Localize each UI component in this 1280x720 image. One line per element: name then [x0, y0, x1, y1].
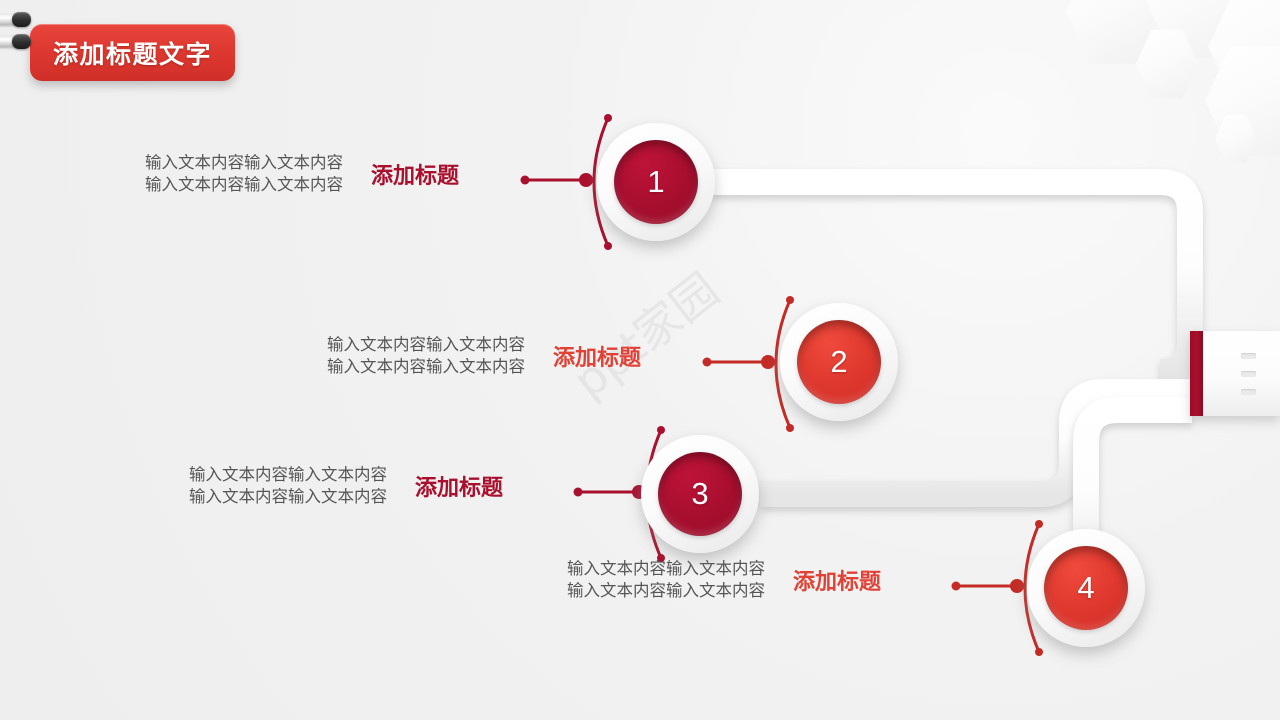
binder-ring-icon [0, 12, 31, 27]
page-title: 添加标题文字 [52, 39, 212, 69]
hub-dots-icon [1203, 352, 1280, 395]
step-node-3[interactable]: 3 [641, 435, 759, 553]
step-text-3: 输入文本内容输入文本内容 输入文本内容输入文本内容 添加标题 [189, 464, 503, 509]
step-body-line: 输入文本内容输入文本内容 [327, 357, 525, 377]
step-node-2[interactable]: 2 [780, 303, 898, 421]
hexagon-icon [1136, 29, 1198, 99]
hexagon-decoration-group [1060, 0, 1280, 175]
step-body-line: 输入文本内容输入文本内容 [327, 335, 525, 354]
hexagon-icon [1205, 46, 1280, 156]
hexagon-icon [1066, 0, 1162, 64]
center-hub[interactable] [1190, 331, 1280, 416]
step-heading: 添加标题 [371, 164, 460, 190]
hub-accent-bar [1190, 331, 1203, 416]
binder-ring-bar [0, 36, 20, 47]
step-node-1[interactable]: 1 [597, 123, 715, 241]
hub-dot [1241, 388, 1256, 395]
step-number: 2 [830, 344, 848, 379]
step-node-disc: 3 [658, 452, 742, 536]
step-node-disc: 4 [1044, 546, 1128, 630]
step-body-line: 输入文本内容输入文本内容 [189, 487, 387, 507]
step-body-line: 输入文本内容输入文本内容 [567, 559, 765, 578]
binder-ring-head [12, 12, 31, 27]
step-body-line: 输入文本内容输入文本内容 [145, 153, 343, 172]
step-number: 4 [1077, 570, 1095, 605]
binder-ring-bar [0, 14, 20, 25]
step-text-1: 输入文本内容输入文本内容 输入文本内容输入文本内容 添加标题 [145, 152, 459, 197]
hub-dot [1241, 352, 1256, 359]
step-node-4[interactable]: 4 [1027, 529, 1145, 647]
step-text-2: 输入文本内容输入文本内容 输入文本内容输入文本内容 添加标题 [327, 334, 641, 379]
step-body-text: 输入文本内容输入文本内容 输入文本内容输入文本内容 [327, 334, 525, 379]
page-title-badge: 添加标题文字 [30, 24, 235, 81]
step-text-4: 输入文本内容输入文本内容 输入文本内容输入文本内容 添加标题 [567, 558, 881, 603]
step-body-line: 输入文本内容输入文本内容 [189, 465, 387, 484]
step-heading: 添加标题 [553, 346, 642, 372]
pipe-node-1 [700, 169, 1203, 385]
hub-dot [1241, 370, 1256, 377]
step-heading: 添加标题 [793, 570, 882, 596]
hexagon-icon [1215, 115, 1257, 163]
watermark-text: ppt家园 [563, 262, 730, 409]
step-body-text: 输入文本内容输入文本内容 输入文本内容输入文本内容 [189, 464, 387, 509]
step-number: 3 [691, 476, 709, 511]
hexagon-icon [1208, 0, 1280, 108]
step-node-disc: 1 [614, 140, 698, 224]
step-number: 1 [647, 164, 665, 199]
step-body-text: 输入文本内容输入文本内容 输入文本内容输入文本内容 [145, 152, 343, 197]
step-body-line: 输入文本内容输入文本内容 [567, 581, 765, 601]
step-heading: 添加标题 [415, 476, 504, 502]
step-body-text: 输入文本内容输入文本内容 输入文本内容输入文本内容 [567, 558, 765, 603]
binder-ring-icon [0, 34, 31, 49]
step-node-disc: 2 [797, 320, 881, 404]
binder-ring-head [12, 34, 31, 49]
hexagon-icon [1146, 0, 1250, 58]
step-body-line: 输入文本内容输入文本内容 [145, 175, 343, 195]
